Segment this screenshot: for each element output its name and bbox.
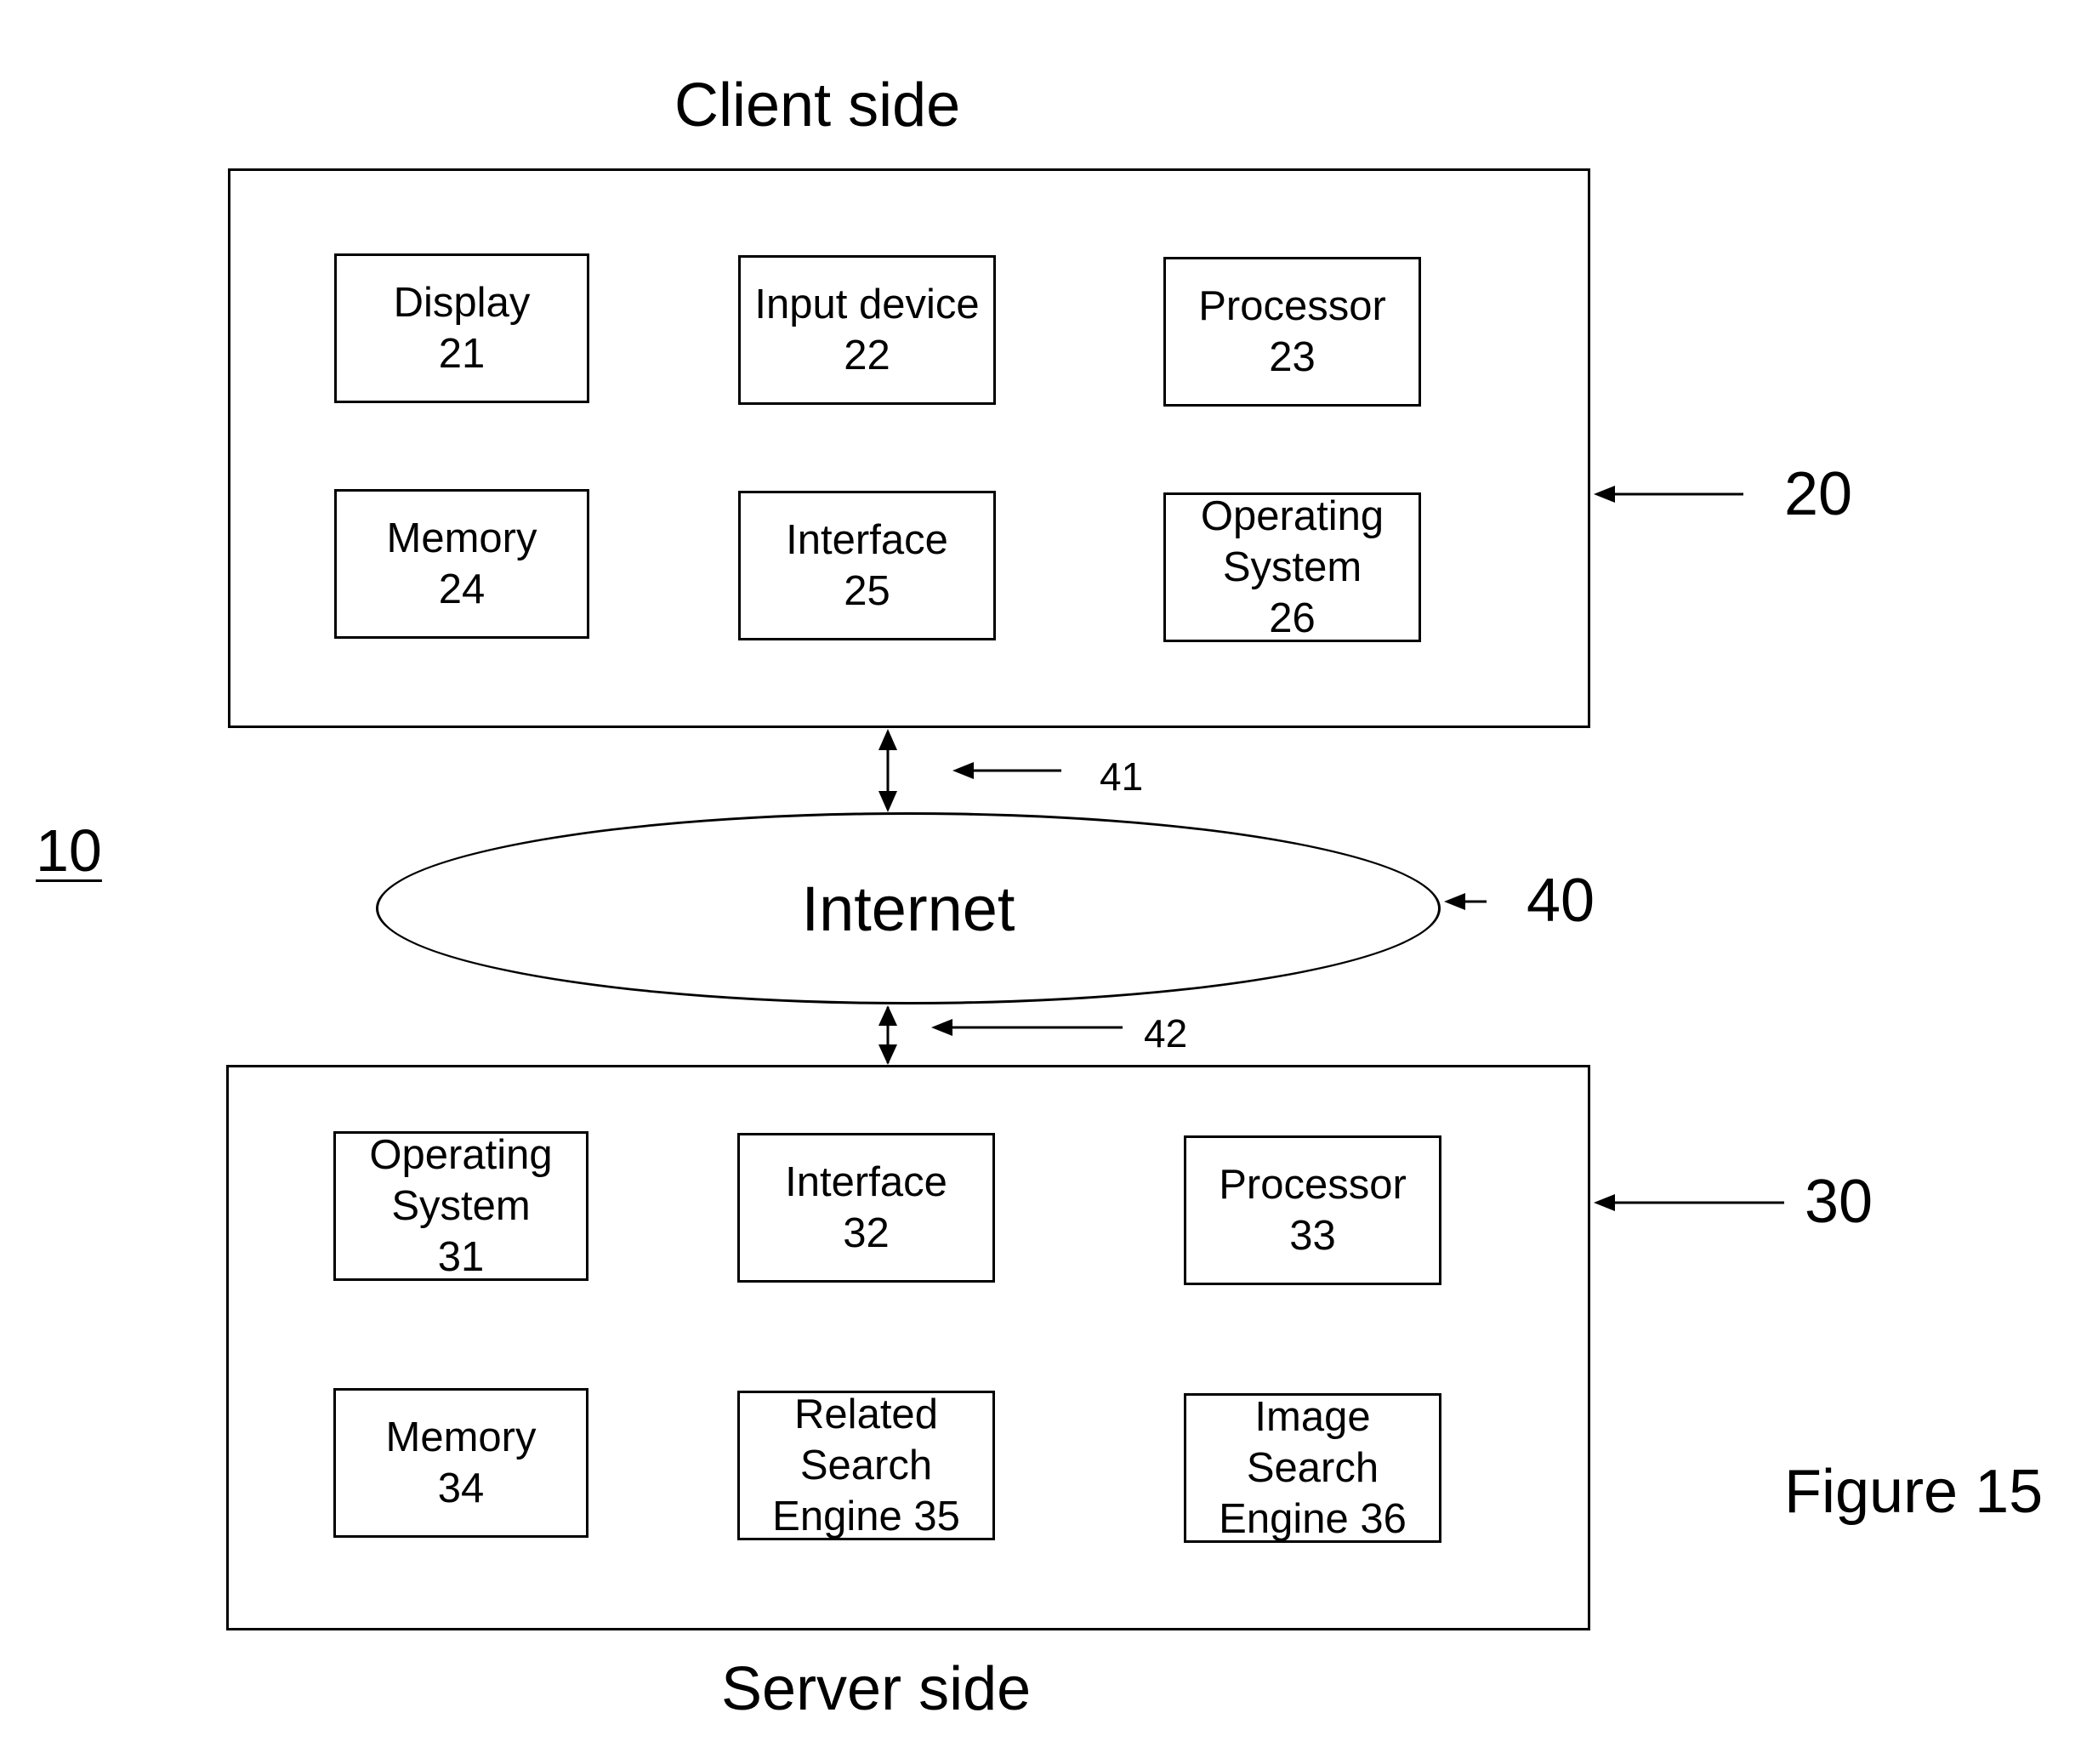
client-interface-ref: 25 (844, 566, 890, 617)
server-memory-ref: 34 (438, 1463, 485, 1514)
internet-cloud: Internet (376, 812, 1441, 1004)
client-processor-ref: 23 (1269, 332, 1316, 383)
client-os-ref: 26 (1269, 593, 1316, 642)
pointer-arrow-42 (931, 1019, 1123, 1036)
server-related-search-engine-box: Related Search Engine 35 (737, 1391, 995, 1540)
server-processor-box: Processor 33 (1184, 1135, 1441, 1285)
server-interface-name: Interface (785, 1157, 947, 1208)
server-processor-name: Processor (1219, 1159, 1407, 1210)
server-image-search-engine-box: Image Search Engine 36 (1184, 1393, 1441, 1543)
server-os-name-line1: Operating (369, 1131, 552, 1181)
server-memory-name: Memory (386, 1412, 537, 1463)
client-memory-box: Memory 24 (334, 489, 589, 639)
server-related-search-line3: Engine 35 (772, 1491, 960, 1540)
client-operating-system-box: Operating System 26 (1163, 492, 1421, 642)
server-interface-box: Interface 32 (737, 1133, 995, 1283)
server-image-search-line3: Engine 36 (1219, 1494, 1407, 1543)
client-display-ref: 21 (439, 328, 486, 379)
client-processor-box: Processor 23 (1163, 257, 1421, 407)
pointer-arrow-20 (1594, 486, 1743, 503)
pointer-arrow-41 (952, 762, 1061, 779)
server-image-search-line1: Image (1254, 1393, 1370, 1442)
client-interface-name: Interface (786, 515, 948, 566)
client-memory-name: Memory (387, 513, 537, 564)
client-input-device-box: Input device 22 (738, 255, 996, 405)
client-display-box: Display 21 (334, 253, 589, 403)
server-ref-label: 30 (1805, 1171, 1873, 1232)
server-os-ref: 31 (438, 1232, 485, 1281)
pointer-arrow-30 (1594, 1194, 1784, 1211)
server-processor-ref: 33 (1289, 1210, 1336, 1261)
client-internet-link (878, 729, 897, 812)
client-memory-ref: 24 (439, 564, 486, 615)
client-side-box (228, 168, 1590, 728)
server-side-title: Server side (721, 1659, 1031, 1720)
client-interface-box: Interface 25 (738, 491, 996, 640)
internet-server-link (878, 1005, 897, 1065)
client-input-device-ref: 22 (844, 330, 890, 381)
client-processor-name: Processor (1198, 281, 1386, 332)
internet-label: Internet (802, 873, 1015, 945)
server-related-search-line2: Search (800, 1440, 932, 1491)
server-related-search-line1: Related (794, 1391, 938, 1440)
internet-ref-label: 40 (1527, 870, 1595, 931)
client-os-name-line1: Operating (1201, 492, 1384, 542)
client-os-name-line2: System (1223, 542, 1362, 593)
client-display-name: Display (394, 277, 531, 328)
server-image-search-line2: Search (1247, 1442, 1379, 1494)
client-input-device-name: Input device (754, 279, 979, 330)
server-operating-system-box: Operating System 31 (333, 1131, 588, 1281)
link-42-label: 42 (1144, 1014, 1187, 1053)
client-ref-label: 20 (1784, 464, 1852, 525)
server-os-name-line2: System (391, 1181, 530, 1232)
server-interface-ref: 32 (843, 1208, 890, 1259)
server-memory-box: Memory 34 (333, 1388, 588, 1538)
client-side-title: Client side (674, 75, 960, 136)
link-41-label: 41 (1100, 757, 1143, 796)
figure-label: Figure 15 (1784, 1461, 2043, 1522)
pointer-arrow-40 (1444, 893, 1487, 910)
system-ref-label: 10 (36, 821, 102, 880)
